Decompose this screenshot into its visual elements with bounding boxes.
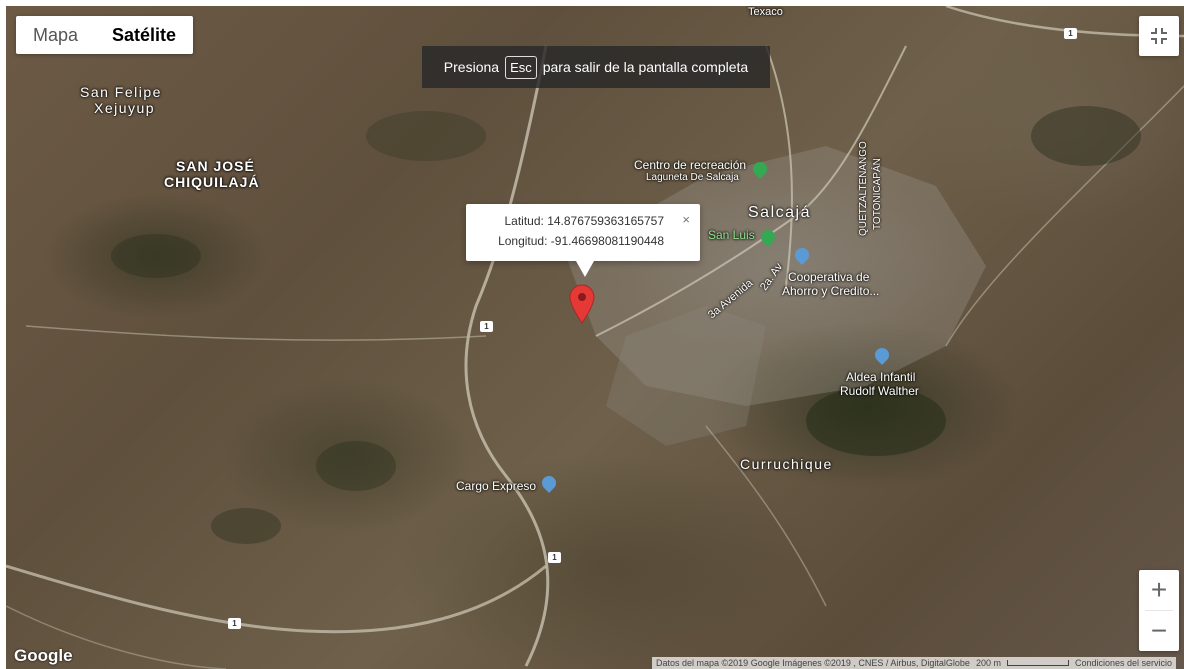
label-cooperativa: Cooperativa de xyxy=(788,270,870,284)
google-logo: Google xyxy=(14,646,73,665)
map-type-satellite-button[interactable]: Satélite xyxy=(112,25,177,45)
label-curruchique: Curruchique xyxy=(740,456,833,472)
route-shield: 1 xyxy=(548,552,561,563)
map-type-control: Mapa Satélite xyxy=(16,16,194,54)
terrain-overlay xyxy=(6,6,1184,669)
route-shield: 1 xyxy=(1064,28,1077,39)
label-san-jose: SAN JOSÉ xyxy=(176,158,255,174)
label-texaco: Texaco xyxy=(748,6,783,18)
label-san-luis: San Luis xyxy=(708,228,755,242)
exit-fullscreen-icon xyxy=(1151,28,1167,44)
label-aldea-infantil: Aldea Infantil xyxy=(846,370,916,384)
label-salcaja: Salcajá xyxy=(748,204,811,221)
attribution-bar: Datos del mapa ©2019 Google Imágenes ©20… xyxy=(652,657,1177,669)
label-totonicapan: TOTONICAPÁN xyxy=(872,158,883,230)
label-san-felipe: San Felipe xyxy=(80,84,162,100)
label-ahorro-credito: Ahorro y Credito... xyxy=(782,284,880,298)
coordinate-info-window: Latitud: 14.876759363165757 Longitud: -9… xyxy=(466,204,700,261)
fullscreen-notice: Presiona Esc para salir de la pantalla c… xyxy=(422,46,770,88)
satellite-map[interactable]: San Felipe Xejuyup SAN JOSÉ CHIQUILAJÁ C… xyxy=(6,6,1184,669)
label-chiquilaja: CHIQUILAJÁ xyxy=(164,174,260,190)
zoom-divider xyxy=(1145,610,1173,611)
label-xejuyup: Xejuyup xyxy=(94,100,156,116)
notice-prefix: Presiona xyxy=(443,59,500,75)
label-quetzaltenango: QUETZALTENANGO xyxy=(858,141,869,236)
longitude-text: Longitud: -91.46698081190448 xyxy=(498,234,664,248)
route-shield: 1 xyxy=(480,321,493,332)
zoom-out-button[interactable]: − xyxy=(1150,615,1168,646)
location-pin-icon[interactable] xyxy=(569,284,595,324)
scale-label[interactable]: 200 m xyxy=(975,658,1001,668)
exit-fullscreen-button[interactable] xyxy=(1139,16,1179,56)
label-laguneta: Laguneta De Salcaja xyxy=(646,172,739,183)
route-shield: 1 xyxy=(228,618,241,629)
notice-suffix: para salir de la pantalla completa xyxy=(542,59,749,75)
latitude-text: Latitud: 14.876759363165757 xyxy=(504,214,665,228)
esc-key-badge: Esc xyxy=(505,55,537,79)
attribution-text: Datos del mapa ©2019 Google Imágenes ©20… xyxy=(656,658,970,668)
label-centro-recreacion: Centro de recreación xyxy=(634,158,747,172)
label-cargo-expreso: Cargo Expreso xyxy=(456,479,537,493)
scale-bar xyxy=(1006,660,1069,666)
zoom-control: + − xyxy=(1139,570,1179,651)
zoom-in-button[interactable]: + xyxy=(1150,574,1168,605)
terms-link[interactable]: Condiciones del servicio xyxy=(1074,658,1173,668)
map-type-mapa-button[interactable]: Mapa xyxy=(33,25,79,45)
label-rudolf-walther: Rudolf Walther xyxy=(840,384,919,398)
info-window-tail xyxy=(576,261,594,277)
close-icon[interactable]: × xyxy=(682,212,690,227)
